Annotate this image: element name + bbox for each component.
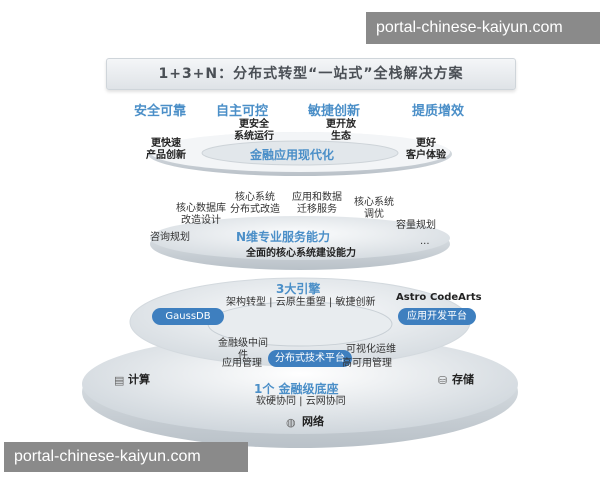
storage-icon: ⛁ — [438, 374, 448, 387]
engine-item-left-2: 应用管理 — [222, 358, 262, 369]
base-title: 1个 金融级底座 — [254, 382, 339, 396]
goal-1: 安全可靠 — [134, 104, 187, 119]
base-bottom-label: 网络 — [302, 415, 324, 428]
app-dev-pill: 应用开发平台 — [398, 308, 476, 325]
benefit-1: 更快速 产品创新 — [146, 138, 186, 161]
tool-codearts: CodeArts — [430, 292, 482, 303]
service-6: 咨询规划 — [150, 232, 190, 243]
service-2: 核心系统 分布式改造 — [230, 192, 280, 215]
base-left-label: 计算 — [128, 373, 150, 386]
compute-icon: ▤ — [114, 374, 125, 387]
watermark-bottom: portal-chinese-kaiyun.com — [4, 442, 248, 472]
base-right-label: 存储 — [452, 373, 474, 386]
service-5: 容量规划 — [396, 220, 436, 231]
goal-3: 敏捷创新 — [308, 104, 361, 119]
service-1: 核心数据库 改造设计 — [176, 203, 226, 226]
engine-item-left-1: 金融级中间 件 — [218, 338, 268, 361]
network-icon: ◍ — [286, 416, 296, 429]
engines-title: 3大引擎 — [276, 282, 321, 296]
ring2-title: N维专业服务能力 — [236, 230, 331, 244]
goal-2: 自主可控 — [216, 104, 269, 119]
ring1-center-label: 金融应用现代化 — [250, 148, 335, 162]
distributed-platform-pill: 分布式技术平台 — [268, 350, 352, 367]
goal-4: 提质增效 — [412, 104, 465, 119]
ring2-subtitle: 全面的核心系统建设能力 — [246, 248, 356, 259]
base-subtitle: 软硬协同 | 云网协同 — [256, 396, 346, 407]
benefit-3: 更开放 生态 — [326, 119, 356, 142]
service-3: 应用和数据 迁移服务 — [292, 192, 342, 215]
tool-astro: Astro — [396, 292, 427, 303]
service-4: 核心系统 调优 — [354, 197, 394, 220]
diagram-title: 1+3+N：分布式转型“一站式”全栈解决方案 — [106, 58, 516, 90]
watermark-top: portal-chinese-kaiyun.com — [366, 12, 600, 44]
engine-item-right-2: 高可用管理 — [342, 358, 392, 369]
engines-list: 架构转型 | 云原生重塑 | 敏捷创新 — [226, 297, 376, 308]
gaussdb-pill: GaussDB — [152, 308, 224, 325]
service-7: ... — [420, 236, 430, 247]
benefit-4: 更好 客户体验 — [406, 138, 446, 161]
engine-item-right-1: 可视化运维 — [346, 344, 396, 355]
benefit-2: 更安全 系统运行 — [234, 119, 274, 142]
